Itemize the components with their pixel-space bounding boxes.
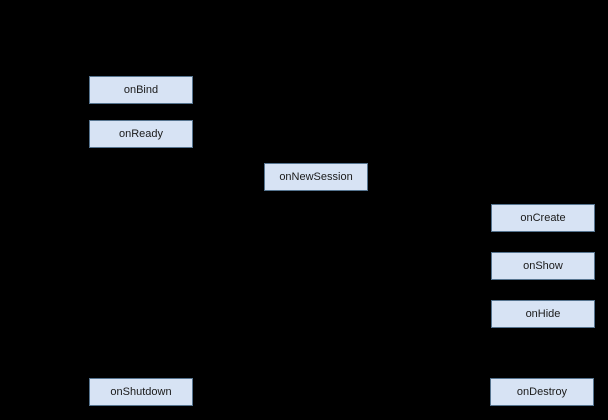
node-ondestroy: onDestroy <box>490 378 594 406</box>
node-ondestroy-label: onDestroy <box>516 385 568 398</box>
node-onready: onReady <box>89 120 193 148</box>
node-onhide: onHide <box>491 300 595 328</box>
node-onshutdown: onShutdown <box>89 378 193 406</box>
node-onshow: onShow <box>491 252 595 280</box>
node-onready-label: onReady <box>118 127 164 140</box>
node-onhide-label: onHide <box>525 307 561 320</box>
node-onbind: onBind <box>89 76 193 104</box>
node-onshutdown-label: onShutdown <box>110 385 172 398</box>
node-oncreate: onCreate <box>491 204 595 232</box>
node-onbind-label: onBind <box>123 83 159 96</box>
node-oncreate-label: onCreate <box>520 211 566 224</box>
node-onshow-label: onShow <box>523 259 563 272</box>
node-onnewsession-label: onNewSession <box>279 170 353 183</box>
node-onnewsession: onNewSession <box>264 163 368 191</box>
